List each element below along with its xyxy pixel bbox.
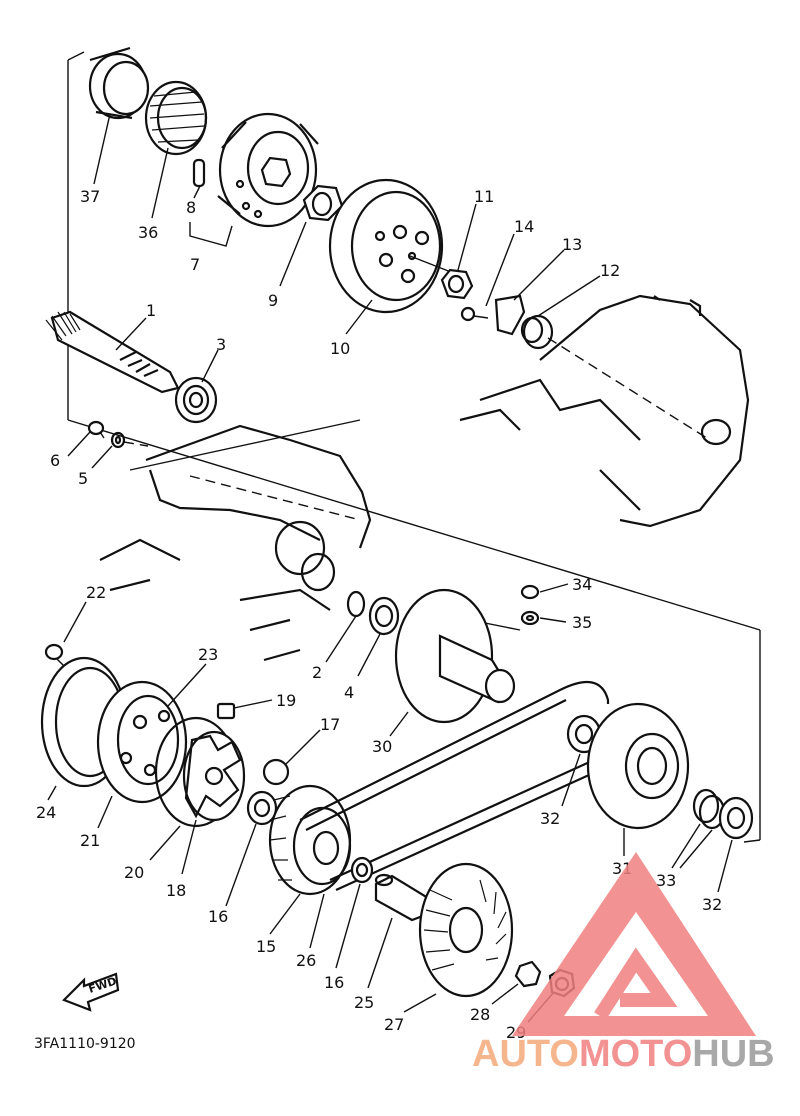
watermark-moto: MOTO — [579, 1033, 692, 1075]
callout-28: 28 — [470, 1005, 490, 1024]
callout-32b: 32 — [702, 895, 722, 914]
crankcase-outline — [99, 424, 372, 662]
seal-32b — [718, 796, 754, 840]
callout-8: 8 — [186, 198, 196, 217]
drum-nut — [440, 268, 474, 300]
callout-20: 20 — [124, 863, 144, 882]
callout-36: 36 — [138, 223, 158, 242]
callout-labels: 37 36 8 7 9 10 11 14 13 12 1 3 6 5 22 23… — [36, 187, 722, 1042]
watermark-triangle-icon — [512, 852, 756, 1036]
washer-5 — [110, 431, 149, 449]
crankcase-cover-outline — [459, 294, 750, 528]
watermark-auto: AUTO — [472, 1033, 579, 1075]
callout-21: 21 — [80, 831, 100, 850]
callout-13: 13 — [562, 235, 582, 254]
collar-16b — [350, 856, 374, 884]
bolt-22 — [44, 643, 67, 669]
callout-3: 3 — [216, 335, 226, 354]
callout-9: 9 — [268, 291, 278, 310]
callout-24: 24 — [36, 803, 56, 822]
drive-belt — [299, 680, 610, 892]
bracket — [494, 294, 526, 336]
callout-32: 32 — [540, 809, 560, 828]
callout-18: 18 — [166, 881, 186, 900]
callout-25: 25 — [354, 993, 374, 1012]
callout-2: 2 — [312, 663, 322, 682]
callout-16b: 16 — [324, 973, 344, 992]
callout-16: 16 — [208, 907, 228, 926]
clutch-carrier-assembly — [192, 112, 319, 228]
callout-5: 5 — [78, 469, 88, 488]
washer-35 — [520, 610, 540, 626]
spacer-25 — [374, 873, 430, 922]
callout-26: 26 — [296, 951, 316, 970]
clutch-housing-sleeve — [88, 46, 150, 120]
callout-15: 15 — [256, 937, 276, 956]
forward-arrow-icon: FWD — [62, 972, 120, 1012]
diagram-frame — [67, 51, 761, 843]
collar-16a — [246, 790, 278, 826]
callout-35: 35 — [572, 613, 592, 632]
secondary-sheave-31 — [586, 702, 690, 830]
weight-17 — [262, 758, 290, 786]
callout-10: 10 — [330, 339, 350, 358]
svg-text:AUTOMOTOHUB: AUTOMOTOHUB — [472, 1033, 775, 1075]
circlip-2 — [346, 590, 366, 618]
automotohub-watermark: AUTOMOTOHUB — [472, 852, 775, 1075]
clutch-drum — [328, 178, 457, 314]
callout-17: 17 — [320, 715, 340, 734]
slider-19 — [216, 702, 236, 720]
secondary-sheave-30 — [394, 588, 516, 724]
part-code: 3FA1110-9120 — [34, 1036, 136, 1052]
callout-4: 4 — [344, 683, 354, 702]
bolt-34 — [520, 584, 540, 600]
collar — [520, 314, 554, 350]
callout-14: 14 — [514, 217, 534, 236]
callout-27: 27 — [384, 1015, 404, 1034]
clutch-spring — [144, 80, 208, 156]
watermark-hub: HUB — [692, 1033, 774, 1075]
callout-33: 33 — [656, 871, 676, 890]
callout-1: 1 — [146, 301, 156, 320]
callout-34: 34 — [572, 575, 592, 594]
callout-19: 19 — [276, 691, 296, 710]
oil-seal-4 — [368, 596, 400, 636]
ramp-plate-18 — [182, 730, 246, 822]
callout-7: 7 — [190, 255, 200, 274]
callout-23: 23 — [198, 645, 218, 664]
callout-37: 37 — [80, 187, 100, 206]
callout-6: 6 — [50, 451, 60, 470]
callout-30: 30 — [372, 737, 392, 756]
primary-shaft — [45, 310, 180, 394]
callout-11: 11 — [474, 187, 494, 206]
small-bolt — [460, 306, 489, 322]
leader-lines — [47, 113, 733, 1023]
callout-12: 12 — [600, 261, 620, 280]
callout-22: 22 — [86, 583, 106, 602]
washer-28 — [514, 960, 542, 988]
fan-27 — [418, 862, 514, 998]
bolt-6 — [87, 420, 105, 439]
bearing — [174, 376, 218, 424]
